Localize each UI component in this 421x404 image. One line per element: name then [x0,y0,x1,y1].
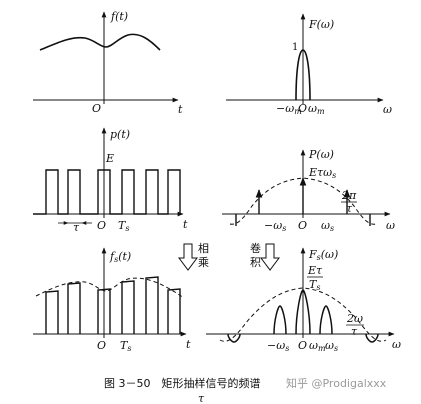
figure-caption: 图 3－50 矩形抽样信号的频谱 [104,376,261,390]
fs-t-envelope [35,277,185,299]
panel-P-w: P(ω) Eτωs 2π τ −ωs O ωs ω [222,148,395,233]
watermark: 知乎 @Prodigalxxx [286,376,387,390]
p-t-xlabel: t [183,218,188,231]
F-w-ylabel: F(ω) [308,18,334,31]
Fs-w-spectrum-replicas [227,289,379,343]
P-w-xlabel: ω [386,219,395,232]
p-t-tau: τ [73,221,80,234]
P-w-ylabel: P(ω) [308,148,334,161]
Fs-w-spectrum-replica [319,305,333,335]
fs-t-sampled-pulse [145,276,159,334]
Fs-w-spectrum-replica [273,305,287,335]
fs-t-sampled-pulse [121,280,135,334]
convolve-char-1: 卷 [250,241,261,255]
p-t-amp: E [105,152,114,165]
P-w-pos-ws: ωs [321,219,334,233]
F-w-pos-wm: ωm [308,102,325,116]
f-t-ylabel: f(t) [110,10,128,23]
fs-t-Ts: Ts [120,339,131,353]
panel-F-w: 1 F(ω) ω −ωm O ωm [226,13,392,116]
p-t-Ts: Ts [118,219,129,233]
F-w-peak-label: 1 [292,42,298,53]
P-w-peak: Eτωs [308,166,336,180]
fs-t-sampled-pulses [45,276,181,334]
f-t-origin: O [92,102,101,115]
multiply-operator: 相 乘 [178,242,209,271]
Fs-w-spectrum-replica [365,333,379,343]
panel-Fs-w: Fs(ω) Eτ Ts 2ω τ −ωs O ωm ωs ω [206,247,401,353]
fs-t-sampled-pulse [45,290,59,334]
fs-t-origin: O [97,339,106,352]
fs-t-xlabel: t [186,338,191,351]
fs-t-sampled-pulse [67,282,81,334]
Fs-w-wm: ωm [309,339,326,353]
P-w-origin: O [298,219,307,232]
f-t-xlabel: t [178,103,183,116]
Fs-w-period-den: τ [351,325,358,338]
Fs-w-neg-ws: −ωs [267,339,289,353]
Fs-w-peak-den: Ts [309,278,320,292]
F-w-spectrum-lobe [295,49,311,101]
multiply-char-1: 相 [198,242,209,255]
Fs-w-ylabel: Fs(ω) [308,248,338,262]
p-t-pulse-train [33,169,181,215]
Fs-w-period-num: 2ω [346,312,363,325]
Fs-w-peak-num: Eτ [307,264,323,277]
Fs-w-xlabel: ω [392,338,401,351]
fs-t-sampled-pulse [167,288,181,334]
Fs-w-sinc-envelope [219,287,387,342]
P-w-period-den: τ [346,202,353,215]
fs-t-ylabel: fs(t) [109,250,131,264]
p-t-pulse-train-path [33,169,181,215]
Fs-w-ws: ωs [325,339,338,353]
multiply-char-2: 乘 [198,256,209,269]
f-t-signal-curve [39,33,161,51]
fs-t-sampled-pulse [97,288,111,334]
F-w-origin: O [298,102,307,115]
convolve-down-arrow [260,243,280,271]
Fs-w-origin: O [298,339,307,352]
panel-f-t: f(t) t O [33,10,183,116]
P-w-period-num: 2π [341,189,357,202]
convolve-operator: 卷 积 [250,241,280,271]
panel-p-t: p(t) E τ O Ts t [33,127,188,234]
F-w-xlabel: ω [383,103,392,116]
P-w-neg-ws: −ωs [264,219,286,233]
Fs-w-spectrum-replica [295,289,311,335]
footer-mark: τ [198,392,205,404]
panel-fs-t: fs(t) O Ts t [33,247,191,353]
convolve-char-2: 积 [250,256,261,269]
p-t-origin: O [97,219,106,232]
p-t-ylabel: p(t) [110,128,130,141]
F-w-neg-wm: −ωm [276,102,302,116]
multiply-down-arrow [178,243,198,271]
Fs-w-spectrum-replica [227,333,241,343]
